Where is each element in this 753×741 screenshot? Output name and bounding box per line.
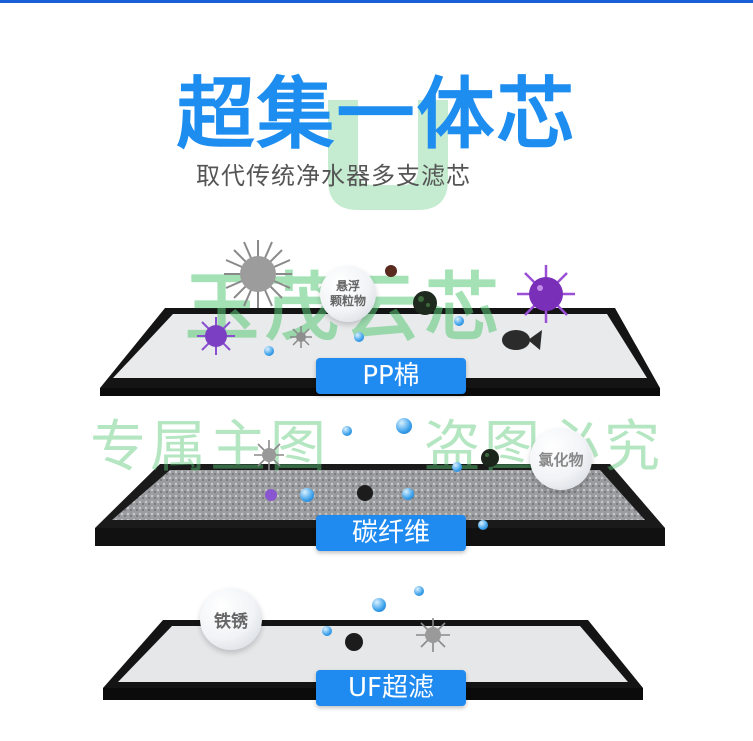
suspended-particles-bubble: 悬浮 颗粒物 (320, 266, 376, 322)
watermark-left: 专属主图 (90, 415, 330, 480)
water-drop-icon (402, 488, 414, 500)
water-drop-icon (454, 316, 464, 326)
top-accent-bar (0, 0, 753, 3)
purple-virus-icon (197, 317, 235, 355)
carbon-fiber-label: 碳纤维 (316, 515, 466, 551)
water-drop-icon (354, 332, 364, 342)
chloride-bubble: 氯化物 (530, 428, 592, 490)
water-drop-icon (478, 520, 488, 530)
uf-label: UF超滤 (316, 670, 466, 706)
watermark-logo-icon (328, 100, 448, 210)
brown-ball-icon (385, 265, 397, 277)
water-drop-icon (322, 626, 332, 636)
black-fish-germ-icon (502, 330, 542, 350)
small-germ-icon (290, 326, 312, 348)
purple-dot-icon (265, 489, 277, 501)
pp-cotton-label: PP棉 (316, 358, 466, 394)
water-drop-icon (452, 462, 462, 472)
water-drop-icon (372, 598, 386, 612)
page-title: 超集一体芯 (176, 70, 577, 160)
green-black-ball-icon (413, 291, 437, 315)
page-subtitle: 取代传统净水器多支滤芯 (196, 162, 471, 190)
water-drop-icon (300, 488, 314, 502)
germ-uf-icon (416, 618, 450, 652)
purple-virus-large-icon (517, 265, 575, 323)
water-drop-icon (342, 426, 352, 436)
rust-bubble: 铁锈 (200, 588, 262, 650)
germ-mid-icon (254, 440, 284, 470)
water-drop-icon (396, 418, 412, 434)
black-ball-uf-icon (345, 633, 363, 651)
gray-germ-icon (224, 240, 292, 308)
black-ball-mid-icon (481, 449, 499, 467)
water-drop-icon (264, 346, 274, 356)
black-ball-carbon-icon (357, 485, 373, 501)
pp-cotton-layer (100, 308, 660, 396)
water-drop-icon (414, 586, 424, 596)
